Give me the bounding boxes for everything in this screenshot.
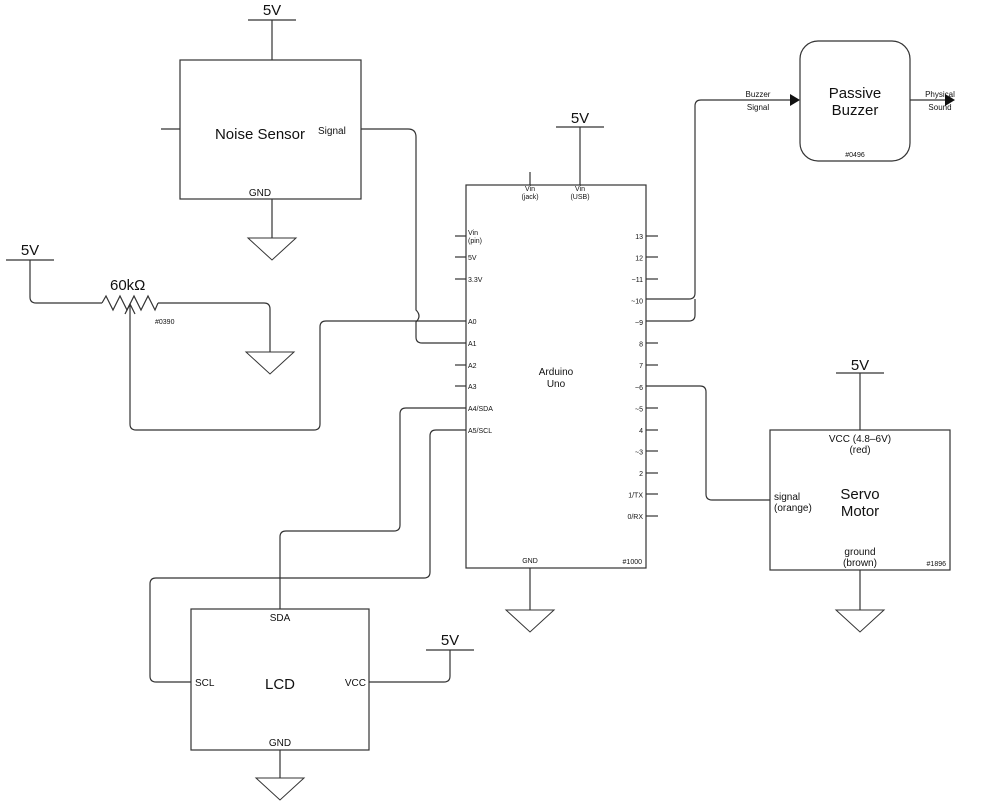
- arduino-part-number: #1000: [623, 559, 643, 566]
- arduino-right-pin-label: ~6: [635, 385, 643, 392]
- ground-symbols: [244, 237, 886, 801]
- arduino-left-pin-sublabel: (pin): [468, 238, 482, 245]
- servo-title-line2: Motor: [841, 503, 879, 520]
- ground-icon: [246, 237, 298, 261]
- arduino-title-line1: Arduino: [539, 367, 574, 378]
- arduino-right-pin-label: 7: [639, 363, 643, 370]
- noise-sensor-signal-label: Signal: [318, 126, 346, 137]
- arduino-left-pin-label: A0: [468, 319, 477, 326]
- arduino-right-pin-label: ~5: [635, 406, 643, 413]
- arduino-right-pin-label: ~10: [631, 299, 643, 306]
- buzzer-title-line2: Buzzer: [832, 102, 879, 119]
- ground-icon: [244, 351, 296, 375]
- arduino-left-pin-label: A4/SDA: [468, 406, 493, 413]
- resistor-zigzag-icon: [101, 294, 159, 312]
- arduino-left-pin-label: A5/SCL: [468, 428, 492, 435]
- buzzer-labels: Passive Buzzer #0496 Buzzer Signal Physi…: [746, 85, 956, 159]
- arduino-gnd-label: GND: [522, 558, 538, 565]
- arduino-left-pin-label: 5V: [468, 255, 477, 262]
- noise-sensor-gnd-label: GND: [249, 188, 271, 199]
- arduino-right-pin-label: ~11: [632, 277, 643, 284]
- lcd-gnd-label: GND: [269, 738, 291, 749]
- arduino-right-pin-label: ~3: [635, 449, 643, 456]
- ground-icon: [834, 609, 886, 633]
- noise-sensor-labels: Noise Sensor Signal GND: [215, 126, 346, 199]
- rail-5v-arduino: 5V: [571, 110, 589, 127]
- arduino-vin-jack-line1: Vin: [525, 186, 535, 193]
- passive-buzzer-box: [799, 40, 911, 162]
- arduino-left-pin-label: A2: [468, 363, 477, 370]
- wiper-arrow-icon: [124, 302, 136, 315]
- arduino-vin-jack-line2: (jack): [521, 194, 538, 201]
- servo-vcc-label-line1: VCC (4.8–6V): [829, 434, 891, 445]
- arduino-title-line2: Uno: [547, 379, 566, 390]
- arduino-left-pin-label: Vin: [468, 230, 478, 237]
- arduino-right-pin-label: 1/TX: [628, 492, 643, 499]
- arduino-pin-stubs: [455, 235, 658, 517]
- servo-ground-label-line1: ground: [844, 547, 875, 558]
- arduino-right-pin-label: 2: [639, 471, 643, 478]
- arduino-left-pin-label: A3: [468, 384, 477, 391]
- arduino-left-pin-label: 3.3V: [468, 277, 483, 284]
- lcd-title: LCD: [265, 676, 295, 693]
- buzzer-signal-arrow: [790, 94, 800, 106]
- potentiometer: 60kΩ #0390: [101, 277, 175, 326]
- servo-vcc-label-line2: (red): [849, 445, 870, 456]
- buzzer-output-label-line1: Physical: [925, 90, 955, 99]
- buzzer-output-label-line2: Sound: [928, 103, 951, 112]
- lcd-box: [190, 608, 370, 751]
- noise-sensor-title: Noise Sensor: [215, 126, 305, 143]
- servo-title-line1: Servo: [840, 486, 879, 503]
- servo-part-number: #1896: [927, 561, 947, 568]
- arduino-right-pin-label: 13: [635, 234, 643, 241]
- rail-5v-lcd: 5V: [441, 632, 459, 649]
- servo-signal-label-line2: (orange): [774, 503, 812, 514]
- physical-sound-arrow: [945, 94, 955, 106]
- lcd-scl-label: SCL: [195, 678, 215, 689]
- buzzer-input-label-line1: Buzzer: [746, 90, 771, 99]
- pot-part-number: #0390: [155, 319, 175, 326]
- servo-labels: Servo Motor VCC (4.8–6V) (red) signal (o…: [774, 434, 946, 569]
- pot-value: 60kΩ: [110, 277, 145, 294]
- arduino-labels: Arduino Uno #1000 GND Vin (jack) Vin (US…: [468, 186, 643, 566]
- servo-ground-label-line2: (brown): [843, 558, 877, 569]
- rail-5v-pot: 5V: [21, 242, 39, 259]
- servo-signal-label-line1: signal: [774, 492, 800, 503]
- buzzer-part-number: #0496: [845, 152, 865, 159]
- lcd-labels: LCD SDA SCL VCC GND: [195, 613, 366, 749]
- arduino-right-pin-label: 12: [635, 256, 643, 263]
- rail-5v-noise: 5V: [263, 2, 281, 19]
- arduino-vin-usb-line1: Vin: [575, 186, 585, 193]
- arduino-right-pin-label: 4: [639, 428, 643, 435]
- servo-motor-box: [769, 429, 951, 571]
- lcd-vcc-label: VCC: [345, 678, 366, 689]
- arduino-uno-box: [465, 184, 647, 569]
- arduino-left-pin-label: A1: [468, 341, 477, 348]
- arduino-right-pin-labels: 13 12 ~11 ~10 ~9 8 7 ~6 ~5 4 ~3 2 1/TX 0/RX: [627, 234, 643, 521]
- arduino-right-pin-label: ~9: [635, 320, 643, 327]
- buzzer-input-label-line2: Signal: [747, 103, 769, 112]
- arduino-right-pin-label: 8: [639, 342, 643, 349]
- arduino-vin-usb-line2: (USB): [570, 194, 589, 201]
- lcd-sda-label: SDA: [270, 613, 291, 624]
- wires: [6, 19, 955, 778]
- noise-sensor-box: [179, 59, 362, 200]
- ground-icon: [254, 777, 306, 801]
- power-rail-labels: 5V 5V 5V 5V 5V: [21, 2, 869, 649]
- rail-5v-servo: 5V: [851, 357, 869, 374]
- arduino-right-pin-label: 0/RX: [627, 514, 643, 521]
- ground-icon: [504, 609, 556, 633]
- buzzer-title-line1: Passive: [829, 85, 882, 102]
